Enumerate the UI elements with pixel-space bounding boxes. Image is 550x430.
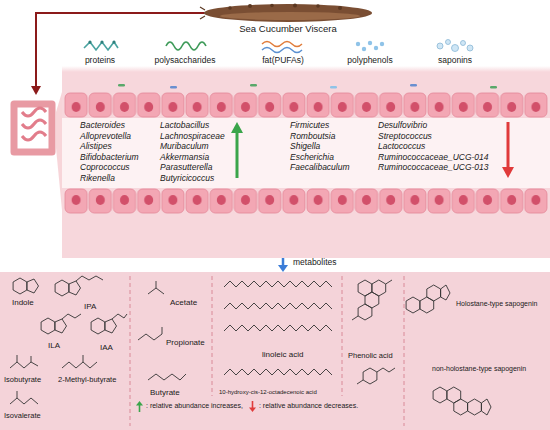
lumen	[62, 118, 550, 188]
epithelial-cells	[64, 92, 548, 118]
bacterium-name: Alistipes	[80, 142, 112, 152]
phenolic-structures	[352, 280, 395, 384]
metabolite-name: Indole	[12, 298, 34, 307]
component-label: polyphenols	[347, 56, 392, 66]
metabolite-name: Acetate	[170, 298, 197, 307]
bacterium-name: Ruminococcaceae_UCG-013	[378, 163, 489, 173]
legend-item: : relative abundance increases,	[136, 401, 243, 412]
bacterium-name: Ruminococcaceae_UCG-014	[378, 153, 489, 163]
metabolite-name: 2-Methyl-butyrate	[58, 376, 116, 385]
gut-region: proteins polysaccharides fat(PUFAs) polyphe…	[62, 36, 550, 258]
bacterium-name: Lactococcus	[378, 142, 425, 152]
bacteria-specks	[118, 84, 497, 89]
metabolite-name: 10-hydroxy-cis-12-octadecenoic acid	[219, 389, 317, 396]
component-label: polysaccharides	[155, 56, 216, 66]
intestine-icon	[14, 92, 62, 210]
bacterium-name: Butyricicoccus	[160, 174, 214, 184]
bacterium-name: Lactobacillus	[160, 121, 209, 131]
bacterium-name: Lachnospiraceae	[160, 132, 225, 142]
legend-text: : relative abundance decreases.	[259, 402, 358, 410]
bacterium-name: Parasutterella	[160, 163, 212, 173]
metabolite-name: IAA	[100, 343, 113, 352]
bacterium-name: Akkermansia	[160, 153, 209, 163]
legend: : relative abundance increases, : relativ…	[136, 401, 358, 412]
metabolite-name: IPA	[84, 302, 96, 311]
bacterium-name: Streptococcus	[378, 132, 432, 142]
bacterium-name: Bifidobacterium	[80, 153, 139, 163]
figure-label: Sea Cucumber Viscera	[239, 24, 337, 35]
section-heading: metabolites	[293, 258, 336, 268]
metabolite-name: Isobutyrate	[4, 376, 41, 385]
section-dividers	[130, 276, 404, 426]
bacterium-name: Muribaculum	[160, 142, 209, 152]
increase-arrow	[231, 122, 243, 178]
fatty-acid-chains	[224, 281, 332, 375]
bacterium-name: Firmicutes	[290, 121, 329, 131]
component-label: saponins	[438, 56, 472, 66]
component-icons	[84, 40, 473, 53]
bacterium-name: Coprococcus	[80, 163, 130, 173]
legend-text: : relative abundance increases,	[146, 402, 243, 410]
legend-item: : relative abundance decreases.	[249, 401, 358, 412]
metabolite-name: Holostane-type sapogenin	[456, 300, 537, 308]
metabolite-name: non-holostane-type sapogenin	[432, 365, 526, 373]
metabolite-name: Isovalerate	[4, 412, 41, 421]
flow-arrow	[278, 258, 288, 272]
epithelial-cells	[64, 188, 548, 214]
bacterium-name: Faecalibaculum	[290, 163, 350, 173]
bacterium-name: Escherichia	[290, 153, 334, 163]
sea-cucumber	[199, 4, 372, 23]
scfa-structures	[138, 281, 186, 380]
metabolite-name: Butyrate	[150, 388, 180, 397]
metabolite-name: Phenolic acid	[348, 352, 393, 361]
component-label: proteins	[85, 56, 115, 66]
legend-arrow	[136, 401, 143, 412]
metabolite-name: Propionate	[166, 338, 205, 347]
component-label: fat(PUFAs)	[262, 56, 304, 66]
metabolite-name: ILA	[48, 341, 60, 350]
bacterium-name: Bacteroides	[80, 121, 125, 131]
legend-arrow	[249, 401, 256, 412]
bacterium-name: Rikenella	[80, 174, 115, 184]
bacterium-name: Romboutsia	[290, 132, 335, 142]
decrease-arrow	[502, 122, 514, 178]
bacterium-name: Shigella	[290, 142, 320, 152]
metabolite-name: linoleic acid	[262, 350, 303, 359]
bacterium-name: Desulfovibrio	[378, 121, 427, 131]
bacterium-name: Alloprevotella	[80, 132, 131, 142]
indole-structures	[10, 276, 127, 404]
